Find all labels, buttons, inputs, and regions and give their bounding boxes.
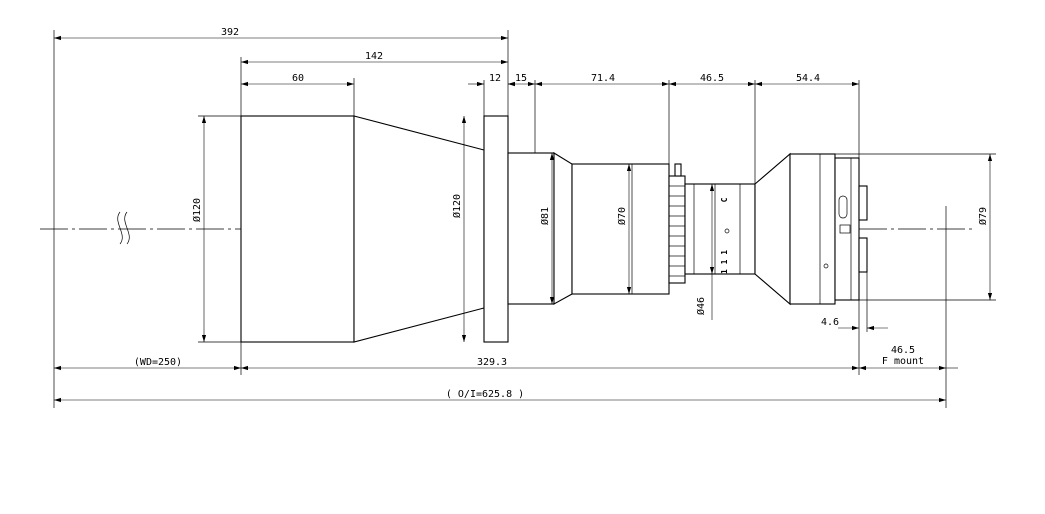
top-dimensions: 392 142 60 12 15 71.4 46.5 54.4 [54, 27, 860, 184]
front-barrel [240, 115, 355, 343]
mount-release-slot [838, 195, 848, 219]
dim-mount-label: F mount [882, 356, 924, 367]
front-taper [353, 115, 485, 343]
mid-taper [553, 152, 573, 305]
rear-taper [754, 152, 791, 306]
dim-71-4: 71.4 [591, 73, 615, 84]
lens-body: C 1 1 1 [240, 115, 868, 343]
bottom-dimensions: 4.6 46.5 F mount (WD=250) 329.3 ( O/I=62… [54, 272, 958, 403]
diameter-dimensions: Ø120 Ø120 Ø81 Ø70 Ø46 Ø79 [191, 115, 996, 343]
ring-marking-bottom: 1 1 1 [720, 250, 729, 274]
mount-lug-bottom [858, 237, 868, 273]
dim-60: 60 [292, 73, 304, 84]
dim-392: 392 [221, 27, 239, 38]
dim-142: 142 [365, 51, 383, 62]
mount-lug-top [858, 185, 868, 221]
body-section-81 [507, 152, 555, 305]
dim-dia-70: Ø70 [616, 207, 628, 225]
rear-barrel [789, 153, 836, 305]
dim-dia-81: Ø81 [539, 207, 551, 225]
knurled-ring [668, 175, 686, 284]
dim-dia-120-flange: Ø120 [451, 194, 463, 218]
dim-15: 15 [515, 73, 527, 84]
dim-dia-120-front: Ø120 [191, 198, 203, 222]
dim-329-3: 329.3 [477, 357, 507, 368]
dim-4-6: 4.6 [821, 317, 839, 328]
dim-oi: ( O/I=625.8 ) [446, 389, 524, 400]
ring-marking-top: C [720, 197, 729, 202]
dim-dia-79: Ø79 [977, 207, 989, 225]
dim-46-5-top: 46.5 [700, 73, 724, 84]
dim-wd: (WD=250) [134, 357, 182, 368]
dim-dia-46: Ø46 [695, 297, 707, 315]
mount-pin [839, 224, 851, 234]
dim-54-4: 54.4 [796, 73, 820, 84]
dim-12: 12 [489, 73, 501, 84]
f-mount-bayonet [834, 157, 860, 301]
locking-screw [674, 163, 682, 177]
dim-flange-46-5: 46.5 [891, 345, 915, 356]
rear-index-dot [823, 263, 829, 269]
body-section-46 [684, 183, 756, 275]
axis-break-symbol [117, 211, 130, 245]
mount-flange [483, 115, 509, 343]
ring-index-dot [724, 228, 730, 234]
body-section-70 [571, 163, 670, 295]
